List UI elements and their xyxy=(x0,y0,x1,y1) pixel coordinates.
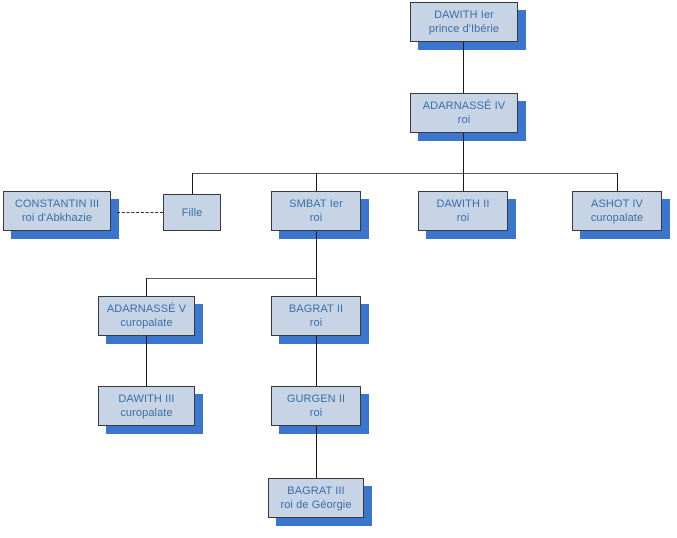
connector-bagrat2-to-gurgen2 xyxy=(316,336,317,386)
node-dawith-3[interactable]: DAWITH III curopalate xyxy=(98,386,195,426)
connector-bus2-stub-adarnasse5 xyxy=(146,278,147,296)
connector-bus-stub-smbat xyxy=(316,173,317,191)
node-adarnasse-5[interactable]: ADARNASSÉ V curopalate xyxy=(98,296,195,336)
node-ashot-4[interactable]: ASHOT IV curopalate xyxy=(572,191,662,231)
node-title: prince d'Ibérie xyxy=(428,23,500,35)
node-fille[interactable]: Fille xyxy=(163,194,221,231)
node-title: curopalate xyxy=(590,212,644,224)
node-title: roi xyxy=(309,317,323,329)
node-name: BAGRAT III xyxy=(287,485,345,497)
node-name: DAWITH III xyxy=(118,393,175,405)
node-dawith-2[interactable]: DAWITH II roi xyxy=(418,191,508,231)
node-adarnasse-4[interactable]: ADARNASSÉ IV roi xyxy=(410,93,518,133)
connector-bus2-stub-bagrat2 xyxy=(316,278,317,296)
node-name: GURGEN II xyxy=(286,393,346,405)
connector-marriage-constantin3-fille xyxy=(117,212,163,213)
node-smbat-1er[interactable]: SMBAT Ier roi xyxy=(271,191,361,231)
node-dawith-1er[interactable]: DAWITH Ier prince d'Ibérie xyxy=(410,2,518,42)
connector-adarnasse4-down-to-bus xyxy=(463,133,464,191)
node-title: curopalate xyxy=(120,407,173,419)
connector-bus-stub-ashot xyxy=(617,173,618,191)
node-name: DAWITH Ier xyxy=(434,9,494,21)
node-constantin-3[interactable]: CONSTANTIN III roi d'Abkhazie xyxy=(3,191,111,231)
node-bagrat-2[interactable]: BAGRAT II roi xyxy=(271,296,361,336)
connector-adarnasse5-to-dawith3 xyxy=(146,336,147,386)
node-name: SMBAT Ier xyxy=(289,198,343,210)
node-name: ADARNASSÉ V xyxy=(106,303,187,315)
connector-gurgen2-to-bagrat3 xyxy=(316,426,317,478)
connector-sibling-bus-row3 xyxy=(192,173,617,174)
node-name: Fille xyxy=(181,206,203,219)
connector-bus-stub-fille xyxy=(192,173,193,194)
node-name: DAWITH II xyxy=(436,198,490,210)
node-name: ADARNASSÉ IV xyxy=(422,100,506,112)
node-title: roi xyxy=(456,212,470,224)
connector-smbat-down-to-bus2 xyxy=(316,231,317,278)
node-title: roi xyxy=(309,407,323,419)
node-name: BAGRAT II xyxy=(288,303,344,315)
connector-dawith1er-to-adarnasse4 xyxy=(463,42,464,93)
node-title: roi de Géorgie xyxy=(280,499,352,511)
node-name: CONSTANTIN III xyxy=(14,198,100,210)
node-title: roi xyxy=(309,212,323,224)
node-title: curopalate xyxy=(120,317,173,329)
node-bagrat-3[interactable]: BAGRAT III roi de Géorgie xyxy=(268,478,364,518)
node-title: roi d'Abkhazie xyxy=(21,212,93,224)
node-gurgen-2[interactable]: GURGEN II roi xyxy=(271,386,361,426)
connector-sibling-bus-row4 xyxy=(146,278,316,279)
node-title: roi xyxy=(457,114,471,126)
node-name: ASHOT IV xyxy=(591,198,643,210)
